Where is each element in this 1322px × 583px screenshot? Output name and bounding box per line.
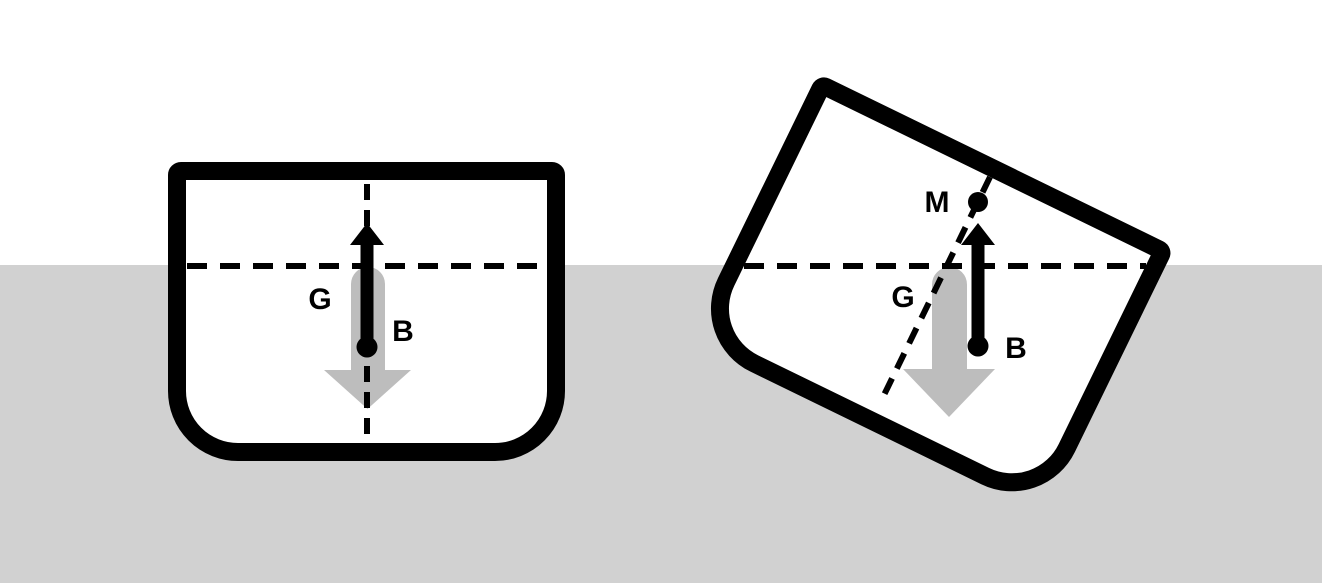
metacenter-point-dot: [968, 192, 988, 212]
heeled-boat: M G B: [711, 77, 1171, 492]
label-center-of-gravity: G: [308, 283, 331, 316]
buoyancy-arrow-heeled: [961, 223, 995, 346]
buoyancy-arrow-head: [350, 223, 384, 245]
buoyancy-point-dot-heeled: [967, 335, 989, 357]
buoyancy-arrow-shaft: [360, 243, 374, 347]
buoyancy-arrow: [350, 223, 384, 347]
label-center-of-gravity-heeled: G: [891, 281, 914, 314]
label-center-of-buoyancy-heeled: B: [1005, 332, 1027, 365]
label-center-of-buoyancy: B: [392, 315, 414, 348]
buoyancy-arrow-heeled-head: [961, 223, 995, 245]
gravity-arrow-heeled: [903, 267, 995, 417]
buoyancy-arrow-heeled-shaft: [971, 243, 985, 346]
upright-boat: G B: [168, 162, 565, 461]
label-metacenter: M: [925, 186, 950, 219]
heeled-centerline-dashed: [881, 175, 993, 397]
buoyancy-point-dot: [356, 336, 378, 358]
